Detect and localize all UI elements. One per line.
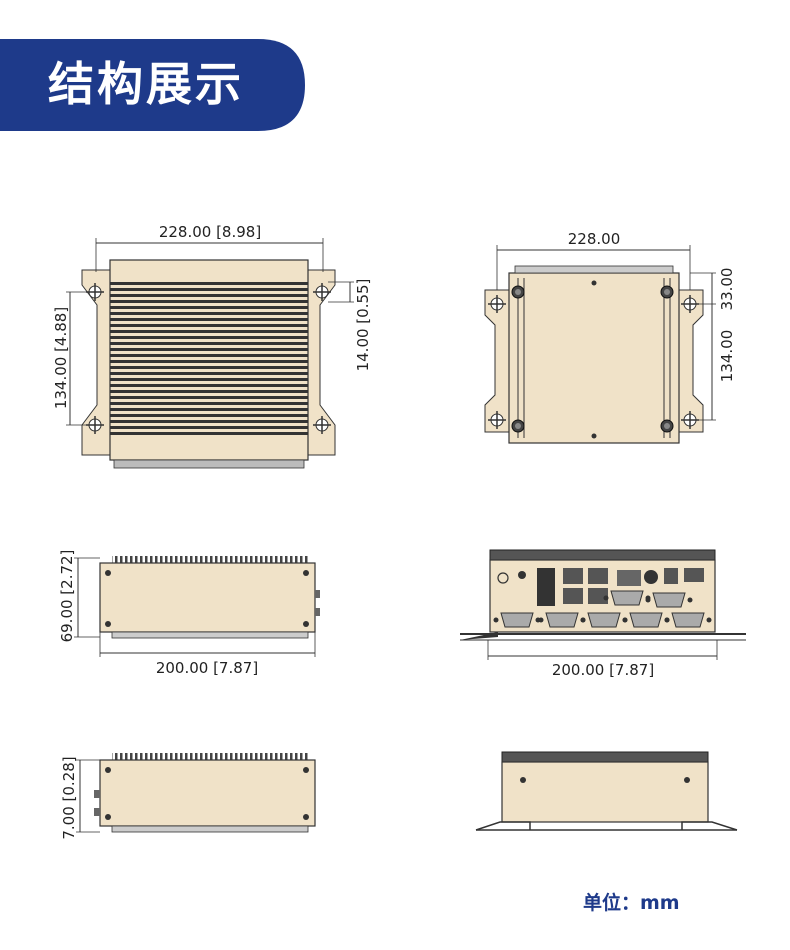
top-view: 228.00 [8.98] 134.00 [4.88] 14.00 [0.55] xyxy=(52,223,372,469)
bottom-width-label: 228.00 xyxy=(568,230,621,248)
front-width-label: 200.00 [7.87] xyxy=(156,659,258,677)
side-view-right xyxy=(475,751,738,831)
unit-label: 单位：mm xyxy=(583,892,680,914)
top-ear-label: 14.00 [0.55] xyxy=(354,279,372,372)
page-title: 结构展示 xyxy=(48,57,244,111)
top-height-label: 134.00 [4.88] xyxy=(52,307,70,409)
bottom-view: 228.00 33.00 134.00 xyxy=(484,230,736,444)
bottom-lower-label: 134.00 xyxy=(718,330,736,383)
front-height-label: 69.00 [2.72] xyxy=(58,550,76,643)
rear-view: 200.00 [7.87] xyxy=(460,549,746,679)
side-height-label: 7.00 [0.28] xyxy=(60,756,78,839)
bottom-upper-label: 33.00 xyxy=(718,268,736,311)
title-banner xyxy=(0,39,305,131)
front-view: 69.00 [2.72] 200.00 [7.87] xyxy=(58,550,320,677)
side-view: 7.00 [0.28] xyxy=(60,753,316,840)
rear-width-label: 200.00 [7.87] xyxy=(552,661,654,679)
top-width-label: 228.00 [8.98] xyxy=(159,223,261,241)
